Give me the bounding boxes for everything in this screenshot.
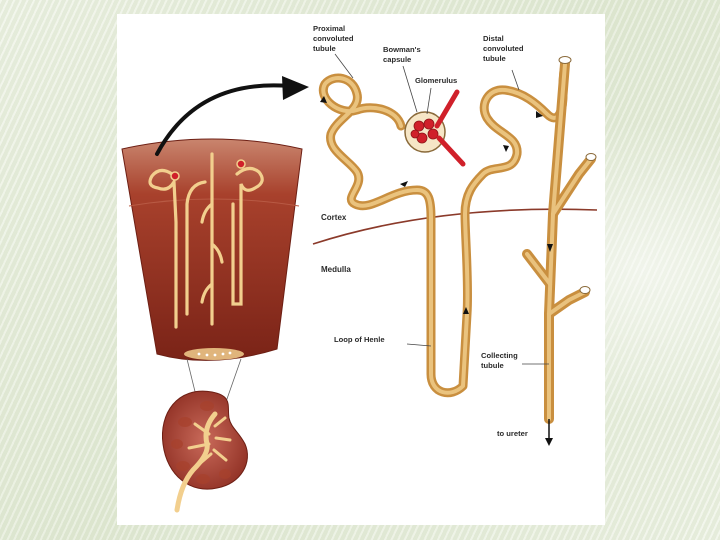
label-distal-line2: convoluted [483, 44, 524, 53]
label-distal-line1: Distal [483, 34, 504, 43]
label-to-ureter: to ureter [497, 429, 528, 438]
kidney-icon [162, 391, 247, 510]
label-proximal-line2: convoluted [313, 34, 354, 43]
nephron-diagram: Proximal convoluted tubule Bowman's caps… [117, 14, 605, 525]
label-proximal-line1: Proximal [313, 24, 345, 33]
label-collecting-line2: tubule [481, 361, 504, 370]
diagram-labels: Proximal convoluted tubule Bowman's caps… [313, 24, 528, 438]
label-cortex: Cortex [321, 213, 347, 222]
label-bowman-line1: Bowman's [383, 45, 421, 54]
label-medulla: Medulla [321, 265, 351, 274]
label-distal-line3: tubule [483, 54, 506, 63]
label-collecting-line1: Collecting [481, 351, 518, 360]
label-proximal-line3: tubule [313, 44, 336, 53]
label-loop-of-henle: Loop of Henle [334, 335, 385, 344]
label-bowman-line2: capsule [383, 55, 411, 64]
label-glomerulus: Glomerulus [415, 76, 457, 85]
nephron-diagram-panel: Proximal convoluted tubule Bowman's caps… [117, 14, 605, 525]
bowmans-capsule [405, 92, 463, 164]
kidney-tissue-wedge [122, 139, 302, 360]
